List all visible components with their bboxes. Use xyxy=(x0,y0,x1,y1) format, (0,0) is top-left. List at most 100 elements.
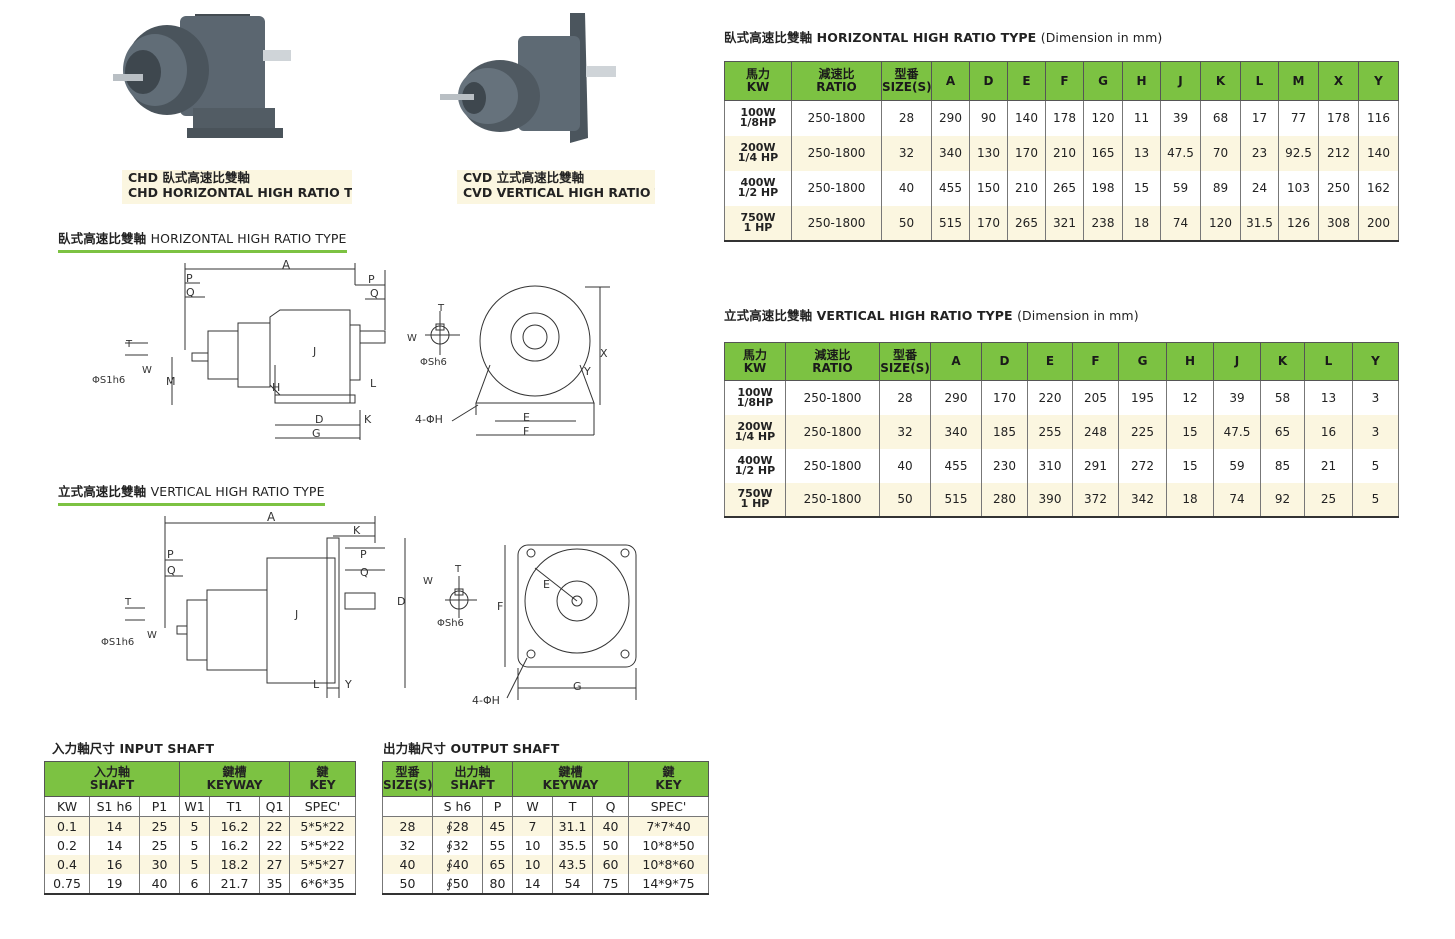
table-cell: 22 xyxy=(259,836,291,855)
table-cell: 170 xyxy=(981,380,1028,415)
table-cell: 74 xyxy=(1160,205,1201,242)
vert-label-S1: ΦS1h6 xyxy=(101,637,134,648)
header-label: Y xyxy=(1371,354,1380,368)
horiz-label-K: K xyxy=(364,413,372,426)
vert-label-T: T xyxy=(454,564,462,575)
table-cell: 35.5 xyxy=(552,836,594,855)
table-cell: 170 xyxy=(1007,135,1046,171)
header-label: L xyxy=(1324,354,1333,368)
power-hp: 1 HP xyxy=(740,497,770,510)
table-cell: 5*5*27 xyxy=(289,855,357,874)
table-cell: 39 xyxy=(1213,380,1261,415)
table-cell: 58 xyxy=(1260,380,1305,415)
sub-header-cell: S h6 xyxy=(432,796,483,817)
input-shaft-title-cn: 入力軸尺寸 xyxy=(52,741,116,756)
vert-label-Q1: Q xyxy=(167,564,176,577)
table-cell: 120 xyxy=(1083,100,1123,136)
horiz-label-X: X xyxy=(600,347,608,360)
table-cell: 25 xyxy=(138,836,181,855)
table-cell: 291 xyxy=(1072,448,1119,483)
header-label: Y xyxy=(1374,73,1383,88)
sub-header-cell: SPEC' xyxy=(289,796,357,817)
table-cell: 40 xyxy=(879,448,931,483)
table-cell: 250-1800 xyxy=(791,100,882,136)
header-label: F xyxy=(1060,73,1069,88)
table-cell: 120 xyxy=(1200,205,1241,242)
horiz-label-M: M xyxy=(166,375,176,388)
table-cell: 5*5*22 xyxy=(289,836,357,855)
table-cell: 7*7*40 xyxy=(628,816,710,836)
table-cell: 21 xyxy=(1304,448,1353,483)
table-cell: 28 xyxy=(382,816,433,836)
header-label: D xyxy=(999,354,1010,368)
header-label: 馬力 xyxy=(745,67,770,81)
header-cell: G xyxy=(1118,342,1167,381)
table-cell: 126 xyxy=(1278,205,1319,242)
horiz-table-title: 臥式高速比雙軸 HORIZONTAL HIGH RATIO TYPE (Dime… xyxy=(724,27,1162,46)
sub-header-cell: W xyxy=(512,796,554,817)
sub-header-cell: P xyxy=(481,796,514,817)
header-label: G xyxy=(1098,73,1108,88)
vert-drawing: A K P Q J P Q D L Y T W ΦS1h6 T W ΦSh6 E… xyxy=(101,510,637,707)
table-cell: 140 xyxy=(1007,100,1046,136)
table-cell: 0.1 xyxy=(44,816,90,836)
header-label: 減速比 xyxy=(814,347,851,362)
table-cell: 290 xyxy=(931,100,970,136)
table-cell: ∮32 xyxy=(432,836,483,855)
table-cell: 0.2 xyxy=(44,836,90,855)
table-cell: 77 xyxy=(1278,100,1319,136)
table-cell: 5 xyxy=(1352,448,1399,483)
table-cell: 24 xyxy=(1240,170,1279,206)
group-sublabel: SHAFT xyxy=(450,778,495,792)
header-cell: H xyxy=(1166,342,1214,381)
header-cell: E xyxy=(1027,342,1073,381)
horiz-drawing-title-en: HORIZONTAL HIGH RATIO TYPE xyxy=(150,231,347,246)
header-cell: M xyxy=(1278,61,1319,101)
table-cell: 15 xyxy=(1122,170,1161,206)
horiz-label-Q: Q xyxy=(370,287,379,300)
header-label: 型番 xyxy=(894,67,919,81)
table-cell: 321 xyxy=(1045,205,1084,242)
header-label: A xyxy=(945,73,956,88)
chd-caption-en: CHD HORIZONTAL HIGH RATIO TYPE xyxy=(128,185,352,200)
table-cell: 92 xyxy=(1260,482,1305,518)
table-cell: 280 xyxy=(981,482,1028,518)
output-shaft-title: 出力軸尺寸 OUTPUT SHAFT xyxy=(383,738,559,757)
table-cell: 372 xyxy=(1072,482,1119,518)
table-cell: 340 xyxy=(931,135,970,171)
header-cell: K xyxy=(1260,342,1305,381)
table-cell: 75 xyxy=(592,874,630,895)
table-cell: 220 xyxy=(1027,380,1073,415)
header-label: E xyxy=(1022,73,1031,88)
vert-table-title-cn: 立式高速比雙軸 xyxy=(724,308,813,323)
table-cell: 178 xyxy=(1318,100,1359,136)
horiz-label-W: W xyxy=(407,333,417,344)
power-watts: 100W xyxy=(737,385,773,399)
table-cell: 340 xyxy=(930,414,982,449)
sub-header-cell: W1 xyxy=(179,796,211,817)
header-cell: F xyxy=(1072,342,1119,381)
table-cell: 248 xyxy=(1072,414,1119,449)
header-label: 馬力 xyxy=(742,347,767,362)
table-cell: 74 xyxy=(1213,482,1261,518)
table-cell: 40 xyxy=(382,855,433,874)
input-shaft-title-en: INPUT SHAFT xyxy=(119,741,215,756)
table-cell: 116 xyxy=(1358,100,1399,136)
table-cell: 195 xyxy=(1118,380,1167,415)
vert-table-title-note: (Dimension in mm) xyxy=(1017,308,1139,323)
horiz-label-H: H xyxy=(272,381,280,394)
table-cell: 54 xyxy=(552,874,594,895)
output-shaft-title-en: OUTPUT SHAFT xyxy=(450,741,560,756)
table-cell: 59 xyxy=(1213,448,1261,483)
table-cell: 50 xyxy=(382,874,433,895)
horiz-label-S: ΦSh6 xyxy=(420,357,447,368)
table-cell: 103 xyxy=(1278,170,1319,206)
group-sublabel: SHAFT xyxy=(89,778,135,792)
